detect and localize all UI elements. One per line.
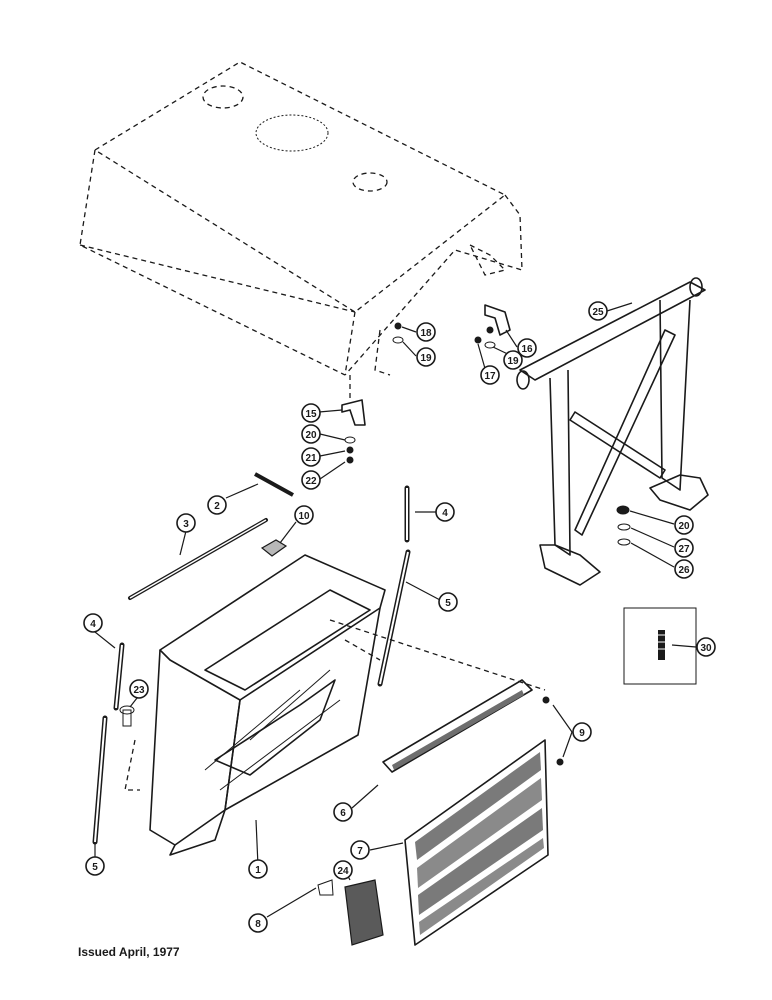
callout-19-left: 19: [416, 347, 436, 367]
callout-5-left: 5: [85, 856, 105, 876]
svg-text:22: 22: [305, 476, 317, 487]
svg-text:10: 10: [298, 511, 310, 522]
callout-27: 27: [674, 538, 694, 558]
callout-24: 24: [333, 860, 353, 880]
svg-text:23: 23: [133, 685, 145, 696]
svg-text:18: 18: [420, 328, 432, 339]
callout-17: 17: [480, 365, 500, 385]
svg-text:19: 19: [420, 353, 432, 364]
callout-8: 8: [248, 913, 268, 933]
svg-text:27: 27: [678, 544, 690, 555]
grille-shell: [124, 554, 546, 856]
callout-20-left: 20: [301, 424, 321, 444]
svg-text:9: 9: [579, 728, 585, 739]
svg-text:19: 19: [507, 356, 519, 367]
svg-text:4: 4: [442, 508, 448, 519]
foam-pad-24: [344, 879, 384, 946]
callout-20-right: 20: [674, 515, 694, 535]
callout-21: 21: [301, 447, 321, 467]
svg-text:5: 5: [445, 598, 451, 609]
svg-text:25: 25: [592, 307, 604, 318]
callout-15: 15: [301, 403, 321, 423]
hood-phantom: [79, 61, 523, 400]
seal-strips-left: [92, 642, 125, 845]
strip-2: [254, 472, 294, 497]
svg-text:21: 21: [305, 453, 317, 464]
svg-text:6: 6: [340, 808, 346, 819]
svg-text:15: 15: [305, 409, 317, 420]
leader-lines: [94, 302, 697, 918]
screen-6: [382, 679, 533, 773]
callout-30: 30: [696, 637, 716, 657]
callout-6: 6: [333, 802, 353, 822]
callout-23: 23: [129, 679, 149, 699]
svg-text:2: 2: [214, 501, 220, 512]
callout-7: 7: [350, 840, 370, 860]
callout-18: 18: [416, 322, 436, 342]
svg-text:24: 24: [337, 866, 349, 877]
svg-text:16: 16: [521, 344, 533, 355]
callout-26: 26: [674, 559, 694, 579]
callout-2: 2: [207, 495, 227, 515]
callout-25: 25: [588, 301, 608, 321]
svg-text:5: 5: [92, 862, 98, 873]
callout-9: 9: [572, 722, 592, 742]
callout-1: 1: [248, 859, 268, 879]
clip-8: [317, 879, 334, 896]
svg-text:1: 1: [255, 865, 261, 876]
callout-5-right: 5: [438, 592, 458, 612]
svg-text:8: 8: [255, 919, 261, 930]
svg-text:30: 30: [700, 643, 712, 654]
callout-19-right: 19: [503, 350, 523, 370]
svg-text:26: 26: [678, 565, 690, 576]
svg-text:20: 20: [678, 521, 690, 532]
bracket-16: [484, 304, 511, 336]
decal-30: [623, 607, 697, 685]
grille-7: [404, 739, 549, 946]
callout-3: 3: [176, 513, 196, 533]
callout-4-left: 4: [83, 613, 103, 633]
svg-text:4: 4: [90, 619, 96, 630]
svg-text:7: 7: [357, 846, 363, 857]
hardware: [344, 322, 631, 766]
svg-text:3: 3: [183, 519, 189, 530]
callout-10: 10: [294, 505, 314, 525]
callout-4-right: 4: [435, 502, 455, 522]
callout-22: 22: [301, 470, 321, 490]
bracket-15: [341, 399, 366, 426]
svg-text:20: 20: [305, 430, 317, 441]
callout-16: 16: [517, 338, 537, 358]
clip-10: [260, 539, 288, 557]
seal-strips-right: [377, 485, 411, 687]
svg-text:17: 17: [484, 371, 496, 382]
issued-date-label: Issued April, 1977: [78, 945, 180, 959]
radiator-support-frame: [516, 277, 709, 586]
bolt-23: [119, 705, 135, 727]
